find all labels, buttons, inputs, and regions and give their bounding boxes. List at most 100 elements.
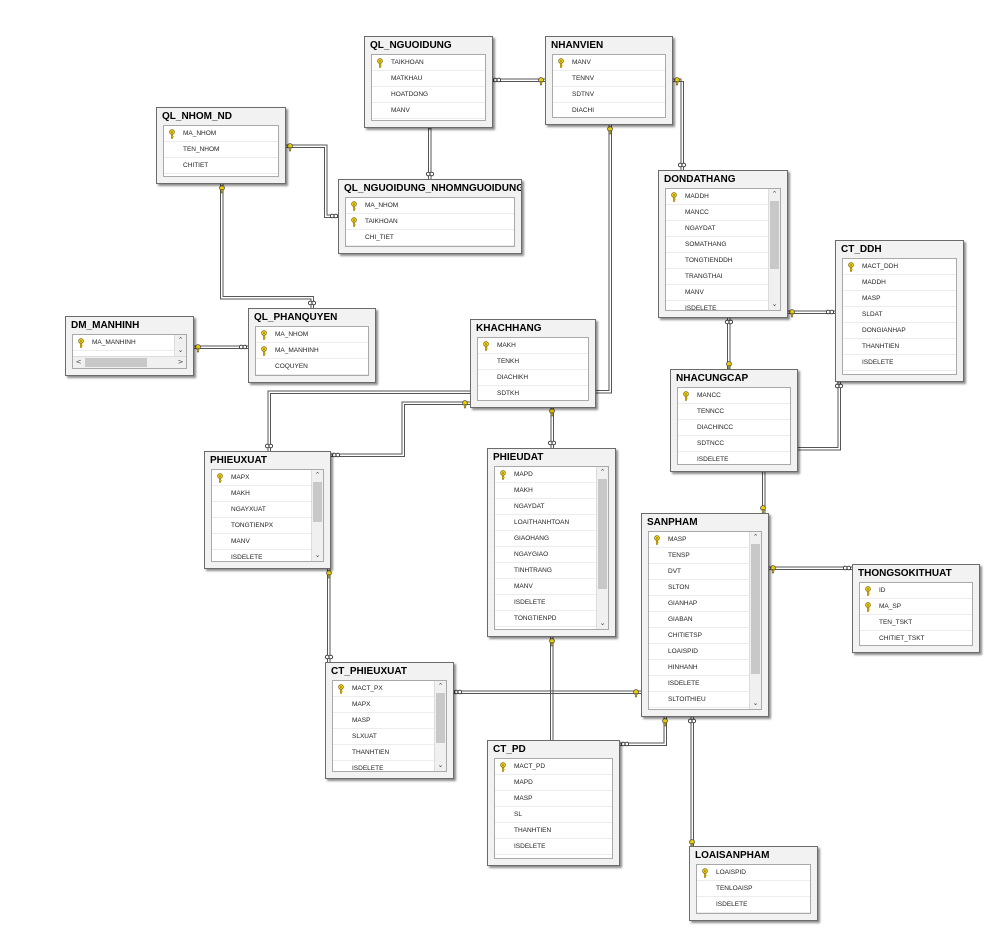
column-row[interactable]: MANV bbox=[553, 55, 665, 71]
column-row[interactable]: ISDELETE bbox=[678, 452, 790, 464]
column-row[interactable]: MASP bbox=[495, 791, 612, 807]
column-row[interactable]: ISDELETE bbox=[495, 595, 596, 611]
scroll-thumb[interactable] bbox=[770, 201, 779, 269]
column-row[interactable]: MATKHAU bbox=[372, 71, 485, 87]
column-row[interactable]: MACT_PX bbox=[333, 681, 434, 697]
column-row[interactable]: DVT bbox=[649, 564, 749, 580]
column-row[interactable]: LOAISPID bbox=[697, 865, 810, 881]
column-row[interactable]: CHITIETSP bbox=[649, 628, 749, 644]
column-row[interactable]: COQUYEN bbox=[256, 359, 368, 375]
column-row[interactable]: MAKH bbox=[212, 486, 311, 502]
column-row[interactable]: ISDELETE bbox=[666, 301, 768, 310]
column-row[interactable]: MADDH bbox=[666, 189, 768, 205]
vertical-scrollbar[interactable]: ⌃⌄ bbox=[174, 335, 186, 356]
column-row[interactable]: NGAYXUAT bbox=[212, 502, 311, 518]
column-row[interactable]: ID bbox=[860, 583, 972, 599]
column-row[interactable]: LOAITHANHTOAN bbox=[495, 515, 596, 531]
column-row[interactable]: SDTKH bbox=[478, 386, 588, 400]
scroll-down-icon[interactable]: ⌄ bbox=[437, 761, 444, 769]
column-row[interactable]: TENSP bbox=[649, 548, 749, 564]
column-row[interactable]: ISDELETE bbox=[649, 676, 749, 692]
column-row[interactable]: GIANHAP bbox=[649, 596, 749, 612]
column-row[interactable]: TENKH bbox=[478, 354, 588, 370]
column-row[interactable]: MANV bbox=[495, 579, 596, 595]
vertical-scrollbar[interactable]: ⌃⌄ bbox=[311, 470, 323, 561]
column-row[interactable]: MAPX bbox=[212, 470, 311, 486]
column-row[interactable]: TONGTIENDDH bbox=[666, 253, 768, 269]
column-row[interactable]: MASP bbox=[843, 291, 956, 307]
column-row[interactable]: GIABAN bbox=[649, 612, 749, 628]
column-row[interactable]: TINHTRANG bbox=[495, 563, 596, 579]
column-row[interactable]: SLXUAT bbox=[333, 729, 434, 745]
column-row[interactable]: MA_NHOM bbox=[256, 327, 368, 343]
column-row[interactable]: MASP bbox=[649, 532, 749, 548]
scroll-thumb[interactable] bbox=[313, 482, 322, 523]
column-row[interactable]: MA_MANHINH bbox=[256, 343, 368, 359]
column-row[interactable]: MA_NHOM bbox=[346, 198, 514, 214]
column-row[interactable]: TEN_TSKT bbox=[860, 615, 972, 631]
column-row[interactable]: MA_SP bbox=[860, 599, 972, 615]
column-row[interactable]: SL bbox=[495, 807, 612, 823]
column-row[interactable]: MACT_DDH bbox=[843, 259, 956, 275]
column-row[interactable]: ISDELETE bbox=[333, 761, 434, 771]
column-row[interactable]: ISDELETE bbox=[495, 839, 612, 855]
scroll-left-icon[interactable]: < bbox=[75, 358, 82, 366]
column-row[interactable]: CHI_TIET bbox=[346, 230, 514, 246]
column-row[interactable]: THANHTIEN bbox=[495, 823, 612, 839]
column-row[interactable]: MANCC bbox=[666, 205, 768, 221]
vertical-scrollbar[interactable]: ⌃⌄ bbox=[596, 467, 608, 629]
scroll-thumb[interactable] bbox=[751, 544, 760, 675]
scroll-thumb[interactable] bbox=[436, 693, 445, 743]
column-row[interactable]: ISDELETE bbox=[697, 897, 810, 913]
column-row[interactable]: MANV bbox=[212, 534, 311, 550]
column-row[interactable]: CHITIET bbox=[164, 158, 278, 174]
column-row[interactable]: SDTNV bbox=[553, 87, 665, 103]
scroll-up-icon[interactable]: ⌃ bbox=[599, 468, 606, 476]
column-row[interactable]: DIACHIKH bbox=[478, 370, 588, 386]
column-row[interactable]: MA_NHOM bbox=[164, 126, 278, 142]
column-row[interactable]: GIAOHANG bbox=[495, 531, 596, 547]
column-row[interactable]: NGAYDAT bbox=[495, 499, 596, 515]
scroll-up-icon[interactable]: ⌃ bbox=[752, 533, 759, 541]
column-row[interactable]: SLTOITHIEU bbox=[649, 692, 749, 708]
column-row[interactable]: DIACHINCC bbox=[678, 420, 790, 436]
scroll-thumb[interactable] bbox=[85, 358, 148, 367]
column-row[interactable]: MACT_PD bbox=[495, 759, 612, 775]
column-row[interactable]: TRANGTHAI bbox=[666, 269, 768, 285]
scroll-down-icon[interactable]: ⌄ bbox=[599, 619, 606, 627]
scroll-down-icon[interactable]: ⌄ bbox=[752, 699, 759, 707]
column-row[interactable]: DONGIANHAP bbox=[843, 323, 956, 339]
column-row[interactable]: ISDELETE bbox=[843, 355, 956, 371]
column-row[interactable]: MASP bbox=[333, 713, 434, 729]
scroll-down-icon[interactable]: ⌄ bbox=[771, 300, 778, 308]
column-row[interactable]: TONGTIENPX bbox=[212, 518, 311, 534]
vertical-scrollbar[interactable]: ⌃⌄ bbox=[434, 681, 446, 771]
column-row[interactable]: MAPD bbox=[495, 775, 612, 791]
column-row[interactable]: TONGTIENPD bbox=[495, 611, 596, 627]
column-row[interactable]: MANV bbox=[666, 285, 768, 301]
column-row[interactable]: MAPX bbox=[333, 697, 434, 713]
column-row[interactable]: NGAYDAT bbox=[666, 221, 768, 237]
vertical-scrollbar[interactable]: ⌃⌄ bbox=[768, 189, 780, 310]
column-row[interactable]: THANHTIEN bbox=[333, 745, 434, 761]
column-row[interactable]: MAPD bbox=[495, 467, 596, 483]
column-row[interactable]: CHITIET_TSKT bbox=[860, 631, 972, 645]
column-row[interactable]: MAKH bbox=[478, 338, 588, 354]
horizontal-scrollbar[interactable]: <> bbox=[73, 356, 186, 368]
column-row[interactable]: TAIKHOAN bbox=[372, 55, 485, 71]
column-row[interactable]: MADDH bbox=[843, 275, 956, 291]
